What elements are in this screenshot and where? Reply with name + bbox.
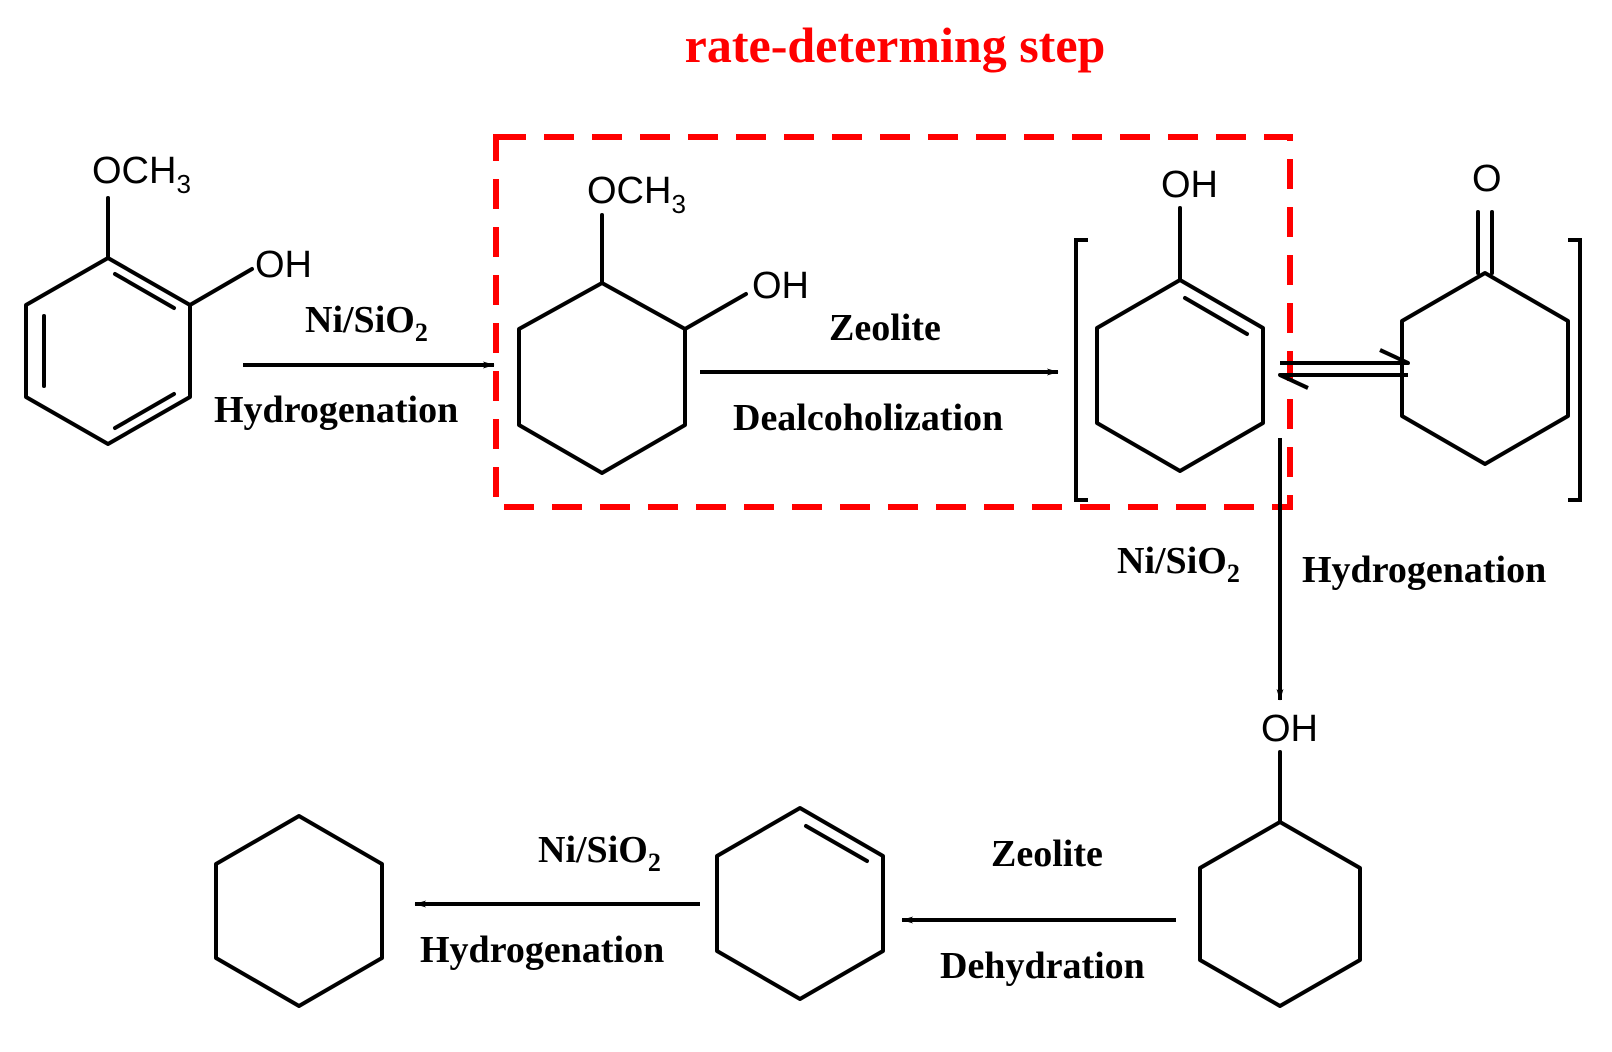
cyclohexene-molecule bbox=[715, 806, 885, 1001]
step1-type-label: Hydrogenation bbox=[214, 389, 458, 431]
hydroxyl-label: OH bbox=[255, 244, 312, 286]
carbonyl-oxygen-label: O bbox=[1472, 158, 1502, 200]
cyclohexenol-molecule: OH bbox=[1095, 164, 1265, 473]
step4-catalyst-label: Zeolite bbox=[991, 833, 1103, 875]
cyclohexanol-molecule: OH bbox=[1198, 708, 1362, 1008]
hydroxyl-label-3: OH bbox=[1161, 164, 1218, 206]
rate-determining-step-box bbox=[493, 134, 1293, 510]
equilibrium-forward-arrow bbox=[1280, 348, 1410, 365]
cyclohexane-molecule bbox=[214, 814, 384, 1008]
rate-determining-step-title: rate-determing step bbox=[685, 17, 1106, 73]
equilibrium-reverse-arrow bbox=[1278, 373, 1408, 390]
methoxycyclohexanol-molecule: OCH3 OH bbox=[517, 170, 809, 475]
step4-type-label: Dehydration bbox=[940, 945, 1145, 987]
step3-type-label: Hydrogenation bbox=[1302, 549, 1546, 591]
hydroxyl-label-4: OH bbox=[1261, 708, 1318, 750]
cyclohexanone-molecule: O bbox=[1400, 158, 1570, 466]
step3-catalyst-label: Ni/SiO2 bbox=[1117, 540, 1240, 588]
step2-type-label: Dealcoholization bbox=[733, 397, 1003, 439]
step5-catalyst-label: Ni/SiO2 bbox=[538, 829, 661, 877]
methoxy-label-2: OCH3 bbox=[587, 170, 686, 219]
right-bracket bbox=[1568, 238, 1582, 502]
left-bracket bbox=[1074, 238, 1088, 502]
guaiacol-molecule: OCH3 OH bbox=[24, 150, 312, 446]
methoxy-label: OCH3 bbox=[92, 150, 191, 199]
step5-type-label: Hydrogenation bbox=[420, 929, 664, 971]
hydroxyl-label-2: OH bbox=[752, 265, 809, 307]
step1-catalyst-label: Ni/SiO2 bbox=[305, 299, 428, 347]
step2-catalyst-label: Zeolite bbox=[829, 307, 941, 349]
